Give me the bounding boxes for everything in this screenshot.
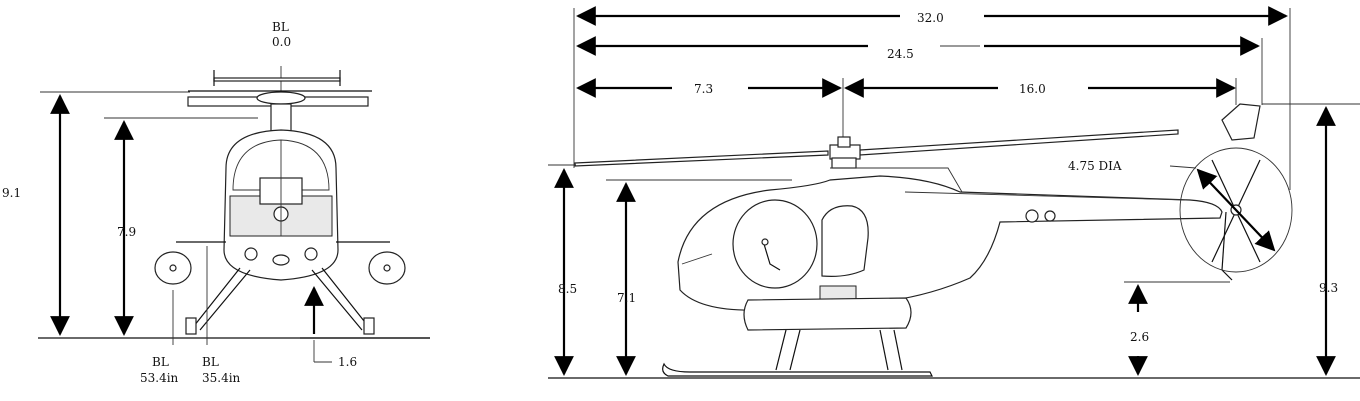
door-window — [821, 205, 869, 277]
tail-rotor-dia-arrow — [1196, 168, 1276, 252]
bl-center-label-line2: 0.0 — [272, 35, 291, 49]
length-fuselage-label: 24.5 — [887, 47, 914, 61]
side-fuselage — [677, 167, 1223, 331]
front-view: BL 0.0 9.1 7.9 1.6 BL 53.4in BL 35.4in — [2, 20, 430, 385]
bl-outer-label-line1: BL — [152, 355, 169, 369]
height-tail-label: 9.3 — [1319, 281, 1338, 295]
mast-to-tail-label: 16.0 — [1019, 82, 1046, 96]
side-skids — [662, 329, 933, 377]
bl-inner-label-line1: BL — [202, 355, 219, 369]
front-main-rotor — [187, 70, 372, 135]
bl-center-label-line1: BL — [272, 20, 289, 34]
tail-rotor-disc — [1179, 147, 1293, 273]
side-view: 32.0 24.5 7.3 16.0 4.75 DIA 8.5 7.1 9.3 … — [548, 6, 1360, 379]
bl-outer-label-line2: 53.4in — [140, 371, 179, 385]
height-cabin-label: 7.1 — [617, 291, 636, 305]
front-clearance-label: 1.6 — [338, 355, 357, 369]
length-overall-label: 32.0 — [917, 11, 944, 25]
tail-clearance-label: 2.6 — [1130, 330, 1149, 344]
front-fuselage — [223, 129, 339, 281]
forward-to-mast-label: 7.3 — [694, 82, 713, 96]
tail-rotor-dia-label: 4.75 DIA — [1068, 159, 1122, 173]
height-rotor-label: 8.5 — [558, 282, 577, 296]
front-height-overall-label: 9.1 — [2, 186, 21, 200]
cockpit-window — [732, 199, 818, 289]
side-tail — [1179, 103, 1293, 281]
side-main-rotor — [574, 129, 1179, 169]
bl-inner-label-line2: 35.4in — [202, 371, 241, 385]
front-landing-gear — [154, 241, 406, 335]
front-height-cabin-label: 7.9 — [117, 225, 136, 239]
